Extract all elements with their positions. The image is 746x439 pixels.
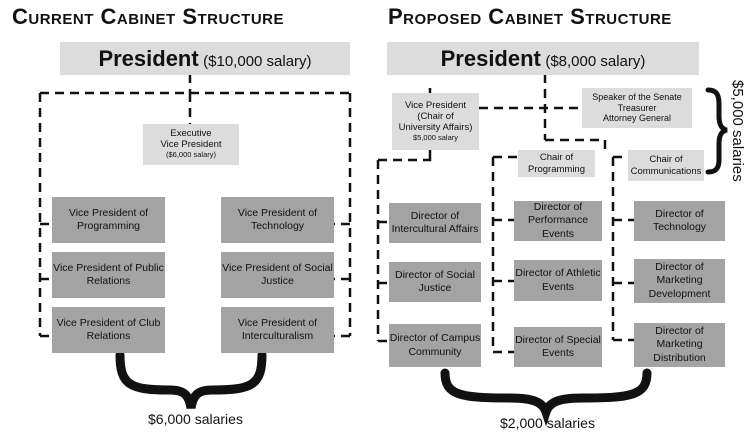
vp-technology-box: Vice President of Technology <box>221 197 334 243</box>
proposed-president-label: President <box>440 46 541 71</box>
proposed-president-salary: ($8,000 salary) <box>545 53 646 70</box>
current-president-salary: ($10,000 salary) <box>203 53 312 70</box>
current-structure-title: Current Cabinet Structure <box>12 4 284 29</box>
director-performance-events-box: Director of Performance Events <box>514 201 602 241</box>
executive-vp-line2: Vice President <box>160 139 222 151</box>
vp-social-justice-box: Vice President of Social Justice <box>221 252 334 298</box>
proposed-vp-salary: $5,000 salary <box>412 132 459 142</box>
director-technology-box: Director of Technology <box>634 201 725 241</box>
proposed-vp-line3: University Affairs) <box>398 121 473 133</box>
proposed-salaries-bottom-caption: $2,000 salaries <box>500 415 595 431</box>
proposed-vp-line2: (Chair of <box>417 110 454 122</box>
treasurer-label: Treasurer <box>617 102 657 113</box>
director-intercultural-affairs-box: Director of Intercultural Affairs <box>389 203 481 243</box>
executive-vp-line1: Executive <box>170 128 212 140</box>
vp-club-relations-box: Vice President of Club Relations <box>52 307 165 353</box>
proposed-vp-box: Vice President (Chair of University Affa… <box>392 93 479 150</box>
director-athletic-events-box: Director of Athletic Events <box>514 260 602 301</box>
officers-box: Speaker of the Senate Treasurer Attorney… <box>582 88 692 128</box>
chair-programming-box: Chair of Programming <box>518 150 595 177</box>
proposed-president-box: President ($8,000 salary) <box>387 42 699 75</box>
current-president-box: President ($10,000 salary) <box>60 42 350 75</box>
director-campus-community-box: Director of Campus Community <box>389 324 481 367</box>
executive-vp-box: Executive Vice President ($6,000 salary) <box>143 124 239 165</box>
vp-interculturalism-box: Vice President of Interculturalism <box>221 307 334 353</box>
vp-programming-box: Vice President of Programming <box>52 197 165 243</box>
speaker-of-senate-label: Speaker of the Senate <box>592 92 682 103</box>
current-salaries-caption: $6,000 salaries <box>148 411 243 427</box>
attorney-general-label: Attorney General <box>602 113 672 124</box>
executive-vp-salary: ($6,000 salary) <box>165 150 217 160</box>
director-special-events-box: Director of Special Events <box>514 327 602 367</box>
director-social-justice-box: Director of Social Justice <box>389 262 481 302</box>
vp-public-relations-box: Vice President of Public Relations <box>52 252 165 298</box>
proposed-vp-line1: Vice President <box>404 99 467 111</box>
current-president-label: President <box>98 46 199 71</box>
proposed-structure-title: Proposed Cabinet Structure <box>388 4 672 29</box>
proposed-salaries-right-caption: $5,000 salaries <box>729 80 746 182</box>
director-marketing-distribution-box: Director of Marketing Distribution <box>634 323 725 367</box>
chair-communications-box: Chair of Communications <box>628 150 704 181</box>
director-marketing-development-box: Director of Marketing Development <box>634 259 725 303</box>
